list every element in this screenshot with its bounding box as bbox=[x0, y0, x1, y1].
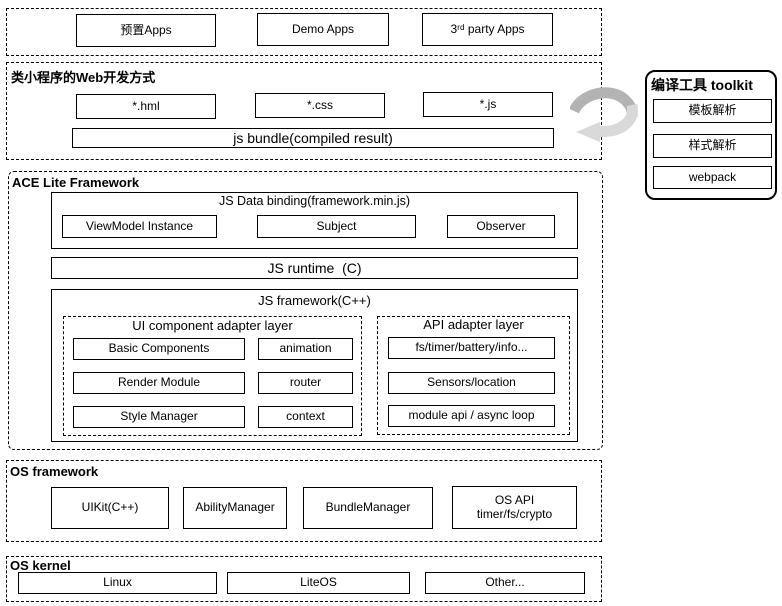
ace-framework-section bbox=[8, 171, 603, 450]
webpack-box: webpack bbox=[653, 166, 772, 189]
context-label: context bbox=[286, 409, 325, 424]
hml-file-label: *.hml bbox=[132, 98, 160, 113]
web-dev-section bbox=[6, 62, 602, 160]
third-party-apps-box: 3ʳᵈ party Apps bbox=[422, 13, 553, 46]
ace-framework-title: ACE Lite Framework bbox=[12, 175, 140, 190]
js-data-binding-title: JS Data binding(framework.min.js) bbox=[218, 194, 411, 208]
render-module-label: Render Module bbox=[117, 375, 201, 390]
hml-file-box: *.hml bbox=[76, 94, 216, 119]
demo-apps-label: Demo Apps bbox=[291, 21, 355, 36]
ability-manager-box: AbilityManager bbox=[183, 487, 287, 529]
template-parser-box: 模板解析 bbox=[653, 99, 772, 123]
css-file-box: *.css bbox=[255, 93, 385, 118]
liteos-box: LiteOS bbox=[227, 572, 410, 594]
linux-box: Linux bbox=[18, 572, 217, 594]
fs-timer-battery-label: fs/timer/battery/info... bbox=[415, 340, 528, 355]
router-box: router bbox=[258, 372, 353, 394]
observer-box: Observer bbox=[447, 215, 555, 238]
ui-adapter-layer-title: UI component adapter layer bbox=[132, 318, 293, 333]
viewmodel-instance-label: ViewModel Instance bbox=[85, 218, 194, 233]
js-framework-title: JS framework(C++) bbox=[258, 293, 371, 308]
viewmodel-instance-box: ViewModel Instance bbox=[62, 215, 217, 238]
animation-box: animation bbox=[258, 338, 353, 360]
os-api-label: OS API bbox=[494, 492, 535, 507]
template-parser-label: 模板解析 bbox=[688, 103, 737, 118]
fs-timer-battery-box: fs/timer/battery/info... bbox=[388, 337, 555, 359]
bundle-manager-box: BundleManager bbox=[303, 487, 433, 529]
other-kernel-label: Other... bbox=[485, 575, 525, 590]
liteos-label: LiteOS bbox=[300, 575, 337, 590]
context-box: context bbox=[258, 406, 353, 428]
apps-section bbox=[6, 8, 602, 56]
ability-manager-label: AbilityManager bbox=[195, 500, 275, 515]
style-manager-label: Style Manager bbox=[120, 409, 198, 424]
preinstalled-apps-label: 预置Apps bbox=[120, 22, 172, 37]
render-module-box: Render Module bbox=[73, 372, 245, 394]
css-file-label: *.css bbox=[306, 97, 333, 112]
sensors-location-box: Sensors/location bbox=[388, 372, 555, 394]
style-parser-label: 样式解析 bbox=[688, 138, 737, 153]
demo-apps-box: Demo Apps bbox=[257, 13, 389, 46]
module-api-box: module api / async loop bbox=[388, 405, 555, 427]
other-kernel-box: Other... bbox=[425, 572, 585, 594]
os-api-sublabel: timer/fs/crypto bbox=[476, 506, 553, 521]
api-adapter-layer-title: API adapter layer bbox=[423, 317, 524, 332]
web-dev-section-title: 类小程序的Web开发方式 bbox=[11, 70, 156, 85]
subject-label: Subject bbox=[316, 218, 357, 233]
js-runtime-label: JS runtime (C) bbox=[267, 259, 362, 276]
module-api-label: module api / async loop bbox=[408, 408, 535, 423]
sensors-location-label: Sensors/location bbox=[427, 375, 516, 390]
js-file-label: *.js bbox=[479, 96, 497, 111]
toolkit-title: 编译工具 toolkit bbox=[651, 77, 753, 93]
js-file-box: *.js bbox=[423, 92, 553, 117]
compile-cycle-arrow-icon bbox=[570, 87, 638, 142]
observer-label: Observer bbox=[476, 218, 526, 233]
ui-adapter-layer bbox=[63, 316, 362, 436]
basic-components-label: Basic Components bbox=[108, 341, 210, 356]
os-kernel-title: OS kernel bbox=[10, 558, 71, 573]
basic-components-box: Basic Components bbox=[73, 338, 245, 360]
third-party-apps-label: 3ʳᵈ party Apps bbox=[450, 21, 525, 36]
api-adapter-layer bbox=[377, 316, 570, 435]
js-runtime-box: JS runtime (C) bbox=[51, 257, 578, 279]
os-framework-section bbox=[6, 460, 602, 542]
os-api-box: OS API timer/fs/crypto bbox=[452, 486, 577, 529]
uikit-label: UIKit(C++) bbox=[81, 500, 139, 515]
animation-label: animation bbox=[279, 341, 332, 356]
os-framework-title: OS framework bbox=[10, 464, 99, 479]
style-parser-box: 样式解析 bbox=[653, 134, 772, 158]
bundle-manager-label: BundleManager bbox=[325, 500, 411, 515]
subject-box: Subject bbox=[257, 215, 416, 238]
preinstalled-apps-box: 预置Apps bbox=[76, 14, 216, 47]
os-kernel-section bbox=[6, 556, 602, 602]
router-label: router bbox=[289, 375, 322, 390]
js-bundle-label: js bundle(compiled result) bbox=[233, 129, 393, 146]
linux-label: Linux bbox=[103, 575, 132, 590]
webpack-label: webpack bbox=[688, 169, 737, 184]
js-bundle-box: js bundle(compiled result) bbox=[72, 128, 554, 148]
style-manager-box: Style Manager bbox=[73, 406, 245, 428]
uikit-box: UIKit(C++) bbox=[51, 487, 169, 529]
